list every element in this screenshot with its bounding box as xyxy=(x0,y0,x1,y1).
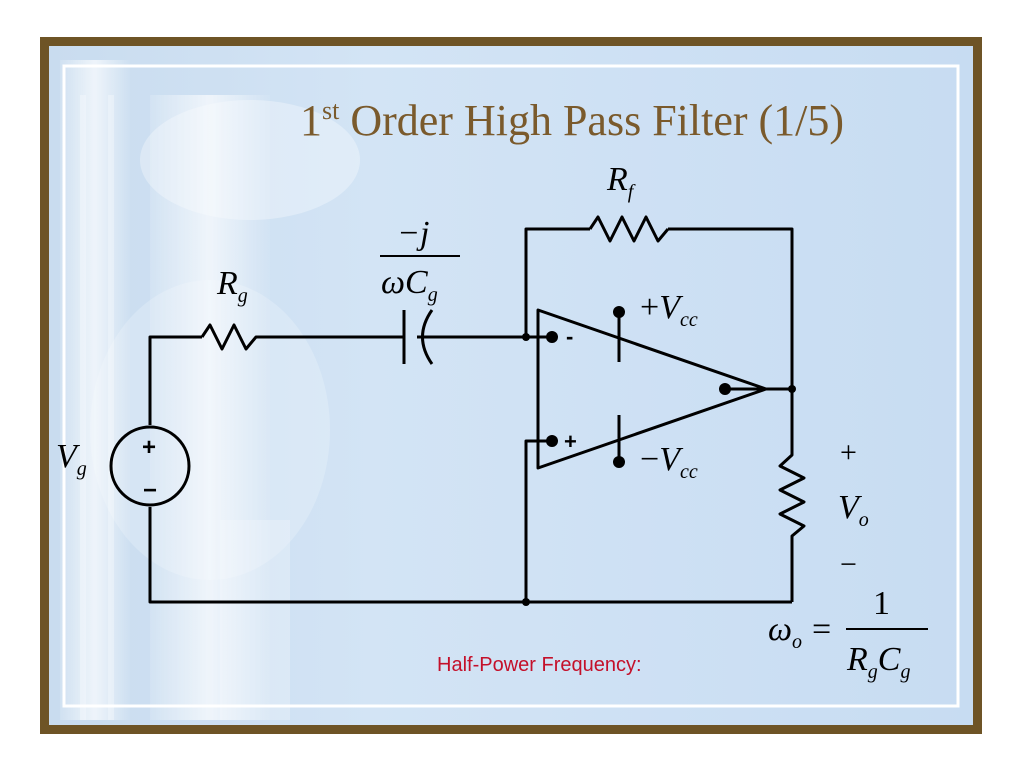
vo-minus-sign: − xyxy=(840,548,857,581)
half-power-formula: ωo = 1 RgCg xyxy=(768,585,928,683)
formula-denominator: RgCg xyxy=(846,641,910,683)
capacitor-impedance: −j ωCg xyxy=(380,215,460,306)
half-power-caption: Half-Power Frequency: xyxy=(437,654,642,676)
voltage-source-circle xyxy=(109,425,191,507)
cap-denominator: ωCg xyxy=(381,264,438,306)
cap-numerator: −j xyxy=(397,215,429,252)
resistor-rg xyxy=(200,323,266,351)
source-plus-sign: + xyxy=(142,434,156,461)
circuit-wires xyxy=(148,215,806,604)
op-amp-plus-sign: + xyxy=(564,429,577,454)
formula-numerator: 1 xyxy=(873,585,890,622)
slide-title: 1st Order High Pass Filter (1/5) xyxy=(300,96,844,145)
circuit-nodes xyxy=(522,306,796,606)
vo-plus-sign: + xyxy=(840,436,857,469)
resistor-load xyxy=(778,389,806,602)
inner-border xyxy=(62,64,960,708)
formula-equals: = xyxy=(812,611,831,648)
formula-lhs: ωo xyxy=(768,611,802,653)
source-minus-sign: − xyxy=(143,477,157,504)
label-rg: Rg xyxy=(216,265,248,307)
label-rf: Rf xyxy=(606,161,636,203)
op-amp-triangle xyxy=(536,308,768,470)
resistor-rf xyxy=(588,215,670,243)
op-amp-minus-sign: - xyxy=(566,324,573,349)
